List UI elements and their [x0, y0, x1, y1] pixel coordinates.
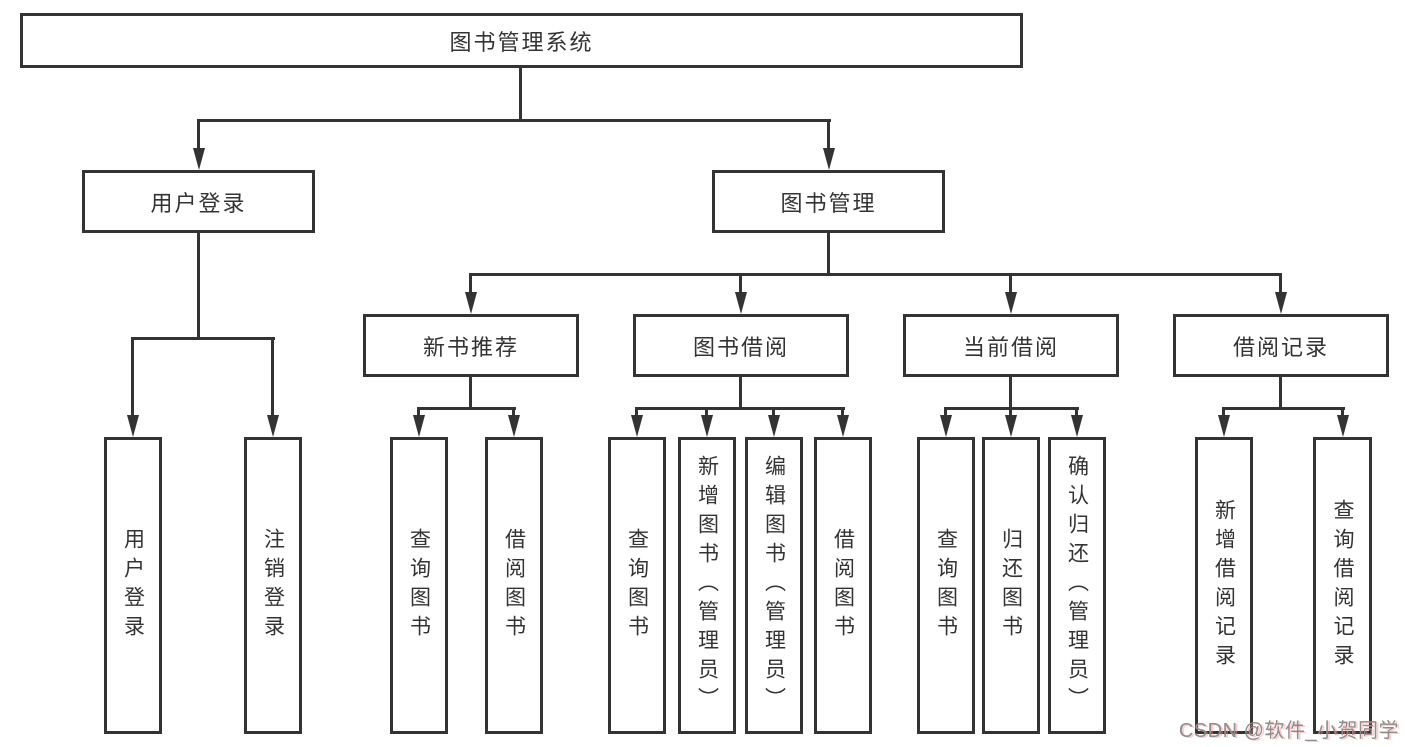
- edge-book-borrow-stem: [739, 375, 742, 409]
- leaf-return-books: 归还图书: [982, 437, 1040, 734]
- edge-to-leaf-add-record: [1222, 407, 1225, 417]
- node-current-borrow-label: 当前借阅: [962, 334, 1059, 360]
- edge-root-stem: [519, 66, 522, 122]
- edge-to-book-borrow: [739, 273, 742, 295]
- node-borrow-records-label: 借阅记录: [1232, 334, 1329, 360]
- node-book-borrow: 图书借阅: [633, 314, 849, 377]
- edge-to-leaf-borrow-books-1: [512, 407, 515, 417]
- leaf-borrow-books-1-label: 借阅图书: [502, 527, 526, 644]
- leaf-logout: 注销登录: [244, 437, 302, 734]
- node-current-borrow: 当前借阅: [903, 314, 1119, 377]
- leaf-return-books-label: 归还图书: [999, 527, 1023, 644]
- node-user-login: 用户登录: [82, 170, 315, 233]
- arrowhead-new-book: [465, 292, 477, 314]
- edge-to-leaf-query-books-2: [635, 407, 638, 417]
- leaf-edit-books-admin: 编辑图书（管理员）: [745, 437, 803, 734]
- node-book-management-label: 图书管理: [780, 190, 877, 216]
- arrowhead-leaf-borrow-books-2: [837, 415, 849, 437]
- edge-current-borrow-stem: [1009, 375, 1012, 409]
- edge-new-book-branch: [417, 407, 516, 410]
- edge-borrow-records-branch: [1222, 407, 1345, 410]
- leaf-query-borrow-record: 查询借阅记录: [1313, 437, 1372, 734]
- edge-book-management-branch: [469, 273, 1282, 276]
- leaf-add-borrow-record-label: 新增借阅记录: [1212, 498, 1236, 673]
- leaf-query-books-2-label: 查询图书: [625, 527, 649, 644]
- leaf-add-books-admin-label: 新增图书（管理员）: [695, 455, 719, 716]
- arrowhead-leaf-query-books-2: [631, 415, 643, 437]
- csdn-watermark: CSDN @软件_小贺同学: [1178, 720, 1399, 742]
- arrowhead-leaf-query-books-3: [940, 415, 952, 437]
- arrowhead-leaf-user-login: [127, 415, 139, 437]
- arrowhead-leaf-logout: [267, 415, 279, 437]
- arrowhead-book-borrow: [735, 292, 747, 314]
- node-book-management: 图书管理: [712, 170, 945, 233]
- edge-to-leaf-return-books: [1009, 407, 1012, 417]
- arrowhead-leaf-edit-books: [768, 415, 780, 437]
- node-root-label: 图书管理系统: [449, 29, 594, 55]
- edge-to-user-login: [197, 119, 200, 149]
- edge-to-leaf-query-record: [1341, 407, 1344, 417]
- edge-to-leaf-query-books-3: [944, 407, 947, 417]
- node-new-book-recommend-label: 新书推荐: [422, 334, 519, 360]
- arrowhead-leaf-return-books: [1005, 415, 1017, 437]
- arrowhead-user-login: [193, 148, 205, 170]
- edge-to-book-management: [827, 119, 830, 149]
- leaf-query-books-1-label: 查询图书: [407, 527, 431, 644]
- edge-to-borrow-records: [1279, 273, 1282, 295]
- leaf-add-borrow-record: 新增借阅记录: [1195, 437, 1253, 734]
- edge-to-leaf-user-login: [131, 337, 134, 417]
- edge-user-login-branch: [131, 337, 275, 340]
- edge-to-leaf-confirm-return: [1075, 407, 1078, 417]
- arrowhead-leaf-query-books-1: [413, 415, 425, 437]
- edge-borrow-records-stem: [1279, 375, 1282, 409]
- edge-to-new-book: [469, 273, 472, 295]
- arrowhead-book-management: [823, 148, 835, 170]
- arrowhead-leaf-query-record: [1337, 415, 1349, 437]
- edge-to-current-borrow: [1009, 273, 1012, 295]
- edge-book-management-stem: [827, 231, 830, 276]
- edge-to-leaf-query-books-1: [417, 407, 420, 417]
- leaf-logout-label: 注销登录: [261, 527, 285, 644]
- node-user-login-label: 用户登录: [150, 190, 247, 216]
- leaf-query-books-3: 查询图书: [917, 437, 975, 734]
- leaf-query-borrow-record-label: 查询借阅记录: [1331, 498, 1354, 673]
- edge-to-leaf-add-books: [705, 407, 708, 417]
- arrowhead-leaf-add-record: [1218, 415, 1230, 437]
- edge-new-book-stem: [469, 375, 472, 409]
- leaf-confirm-return-admin: 确认归还（管理员）: [1048, 437, 1106, 734]
- leaf-query-books-2: 查询图书: [608, 437, 666, 734]
- node-root: 图书管理系统: [20, 13, 1023, 68]
- node-book-borrow-label: 图书借阅: [692, 334, 789, 360]
- leaf-borrow-books-2: 借阅图书: [814, 437, 872, 734]
- leaf-user-login-label: 用户登录: [121, 527, 145, 644]
- edge-to-leaf-edit-books: [772, 407, 775, 417]
- leaf-query-books-3-label: 查询图书: [934, 527, 958, 644]
- edge-user-login-stem: [197, 231, 200, 339]
- edge-root-branch: [197, 119, 831, 122]
- edge-to-leaf-logout: [271, 337, 274, 417]
- leaf-borrow-books-2-label: 借阅图书: [831, 527, 855, 644]
- leaf-add-books-admin: 新增图书（管理员）: [678, 437, 736, 734]
- node-borrow-records: 借阅记录: [1173, 314, 1389, 377]
- edge-book-borrow-branch: [635, 407, 845, 410]
- node-new-book-recommend: 新书推荐: [363, 314, 579, 377]
- arrowhead-leaf-add-books: [701, 415, 713, 437]
- edge-to-leaf-borrow-books-2: [841, 407, 844, 417]
- leaf-edit-books-admin-label: 编辑图书（管理员）: [762, 455, 786, 716]
- arrowhead-leaf-borrow-books-1: [508, 415, 520, 437]
- leaf-confirm-return-admin-label: 确认归还（管理员）: [1065, 455, 1089, 716]
- arrowhead-borrow-records: [1275, 292, 1287, 314]
- leaf-user-login: 用户登录: [104, 437, 162, 734]
- arrowhead-leaf-confirm-return: [1071, 415, 1083, 437]
- arrowhead-current-borrow: [1005, 292, 1017, 314]
- leaf-query-books-1: 查询图书: [390, 437, 448, 734]
- leaf-borrow-books-1: 借阅图书: [485, 437, 543, 734]
